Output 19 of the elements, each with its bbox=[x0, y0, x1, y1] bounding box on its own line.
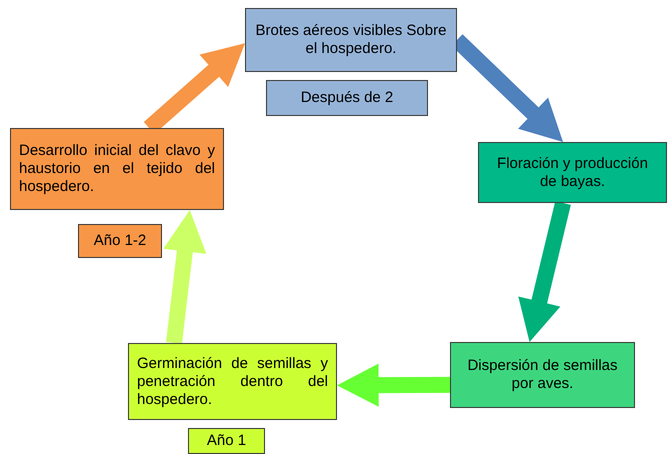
stage-box bbox=[245, 8, 457, 72]
block-arrow bbox=[518, 201, 571, 342]
stage-box bbox=[450, 342, 635, 408]
stage-box bbox=[10, 128, 224, 210]
stage-text: Desarrollo inicial del clavo y haustorio en el tejido del hospedero. bbox=[19, 142, 215, 196]
stage-box bbox=[78, 224, 162, 258]
stage-text: Año 1-2 bbox=[94, 232, 146, 250]
stage-text: Dispersión de semillas por aves. bbox=[466, 357, 619, 393]
stage-box bbox=[266, 80, 428, 116]
block-arrow bbox=[337, 364, 450, 407]
block-arrow bbox=[163, 210, 206, 344]
stage-text: Brotes aéreos visibles Sobre el hospedero. bbox=[254, 22, 448, 58]
stage-text: Después de 2 bbox=[300, 89, 394, 107]
stage-box bbox=[478, 142, 667, 203]
stage-box bbox=[188, 428, 265, 454]
stage-box bbox=[128, 343, 337, 420]
stage-text: Floración y producción de bayas. bbox=[496, 154, 649, 190]
stage-text: Año 1 bbox=[206, 432, 246, 450]
stage-text: Germinación de semillas y penetración dentro del hospedero. bbox=[137, 354, 328, 408]
